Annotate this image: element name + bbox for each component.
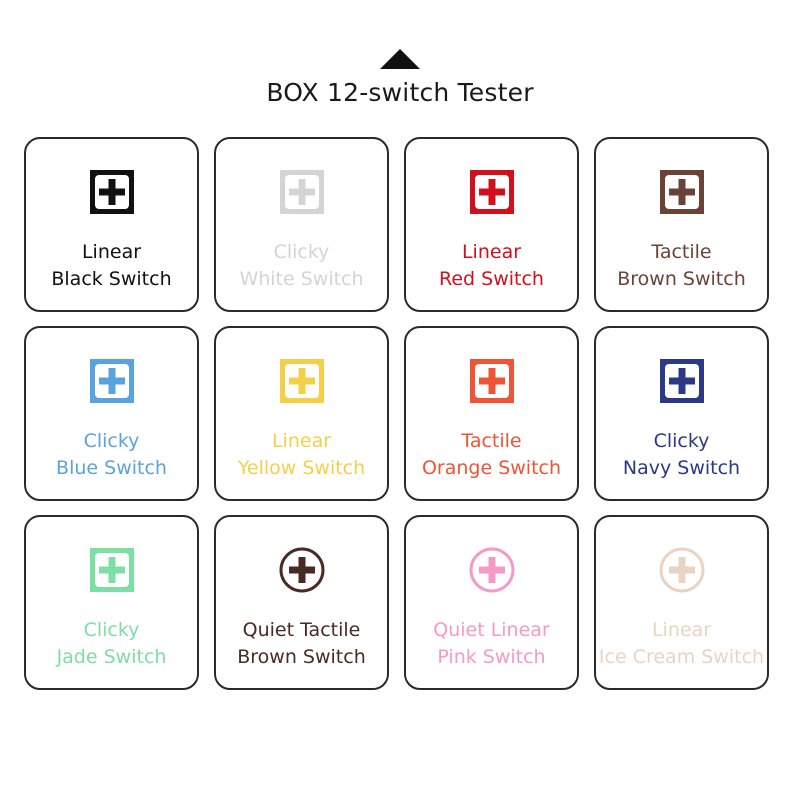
triangle-up-icon — [380, 49, 420, 69]
circle-cross-icon — [469, 547, 515, 593]
circle-cross-icon — [279, 547, 325, 593]
switch-type: Linear — [651, 619, 712, 641]
circle-cross-icon — [659, 547, 705, 593]
switch-name: Navy Switch — [622, 457, 741, 479]
square-cross-icon — [280, 359, 324, 403]
square-cross-icon — [660, 359, 704, 403]
switch-name: Orange Switch — [421, 457, 562, 479]
switch-name: Blue Switch — [56, 457, 167, 479]
switch-name: White Switch — [239, 268, 364, 290]
square-cross-icon — [90, 548, 134, 592]
switch-type: Linear — [271, 430, 332, 452]
square-cross-icon — [90, 359, 134, 403]
switch-name: Red Switch — [439, 268, 544, 290]
switch-name: Ice Cream Switch — [598, 646, 765, 668]
switch-name: Black Switch — [51, 268, 172, 290]
switch-type: Clicky — [653, 430, 710, 452]
switch-name: Brown Switch — [617, 268, 746, 290]
switch-type: Quiet Linear — [433, 619, 550, 641]
switch-name: Brown Switch — [237, 646, 366, 668]
page-title: BOX 12-switch Tester — [266, 78, 534, 107]
switch-type: Linear — [461, 241, 522, 263]
switch-type: Quiet Tactile — [242, 619, 361, 641]
switch-name: Jade Switch — [56, 646, 167, 668]
square-cross-icon — [470, 359, 514, 403]
switch-name: Yellow Switch — [237, 457, 366, 479]
switch-type: Clicky — [273, 241, 330, 263]
switch-type: Tactile — [461, 430, 522, 452]
switch-name: Pink Switch — [437, 646, 546, 668]
switch-type: Clicky — [83, 430, 140, 452]
square-cross-icon — [470, 170, 514, 214]
square-cross-icon — [280, 170, 324, 214]
square-cross-icon — [660, 170, 704, 214]
switch-type: Clicky — [83, 619, 140, 641]
switch-type: Linear — [81, 241, 142, 263]
square-cross-icon — [90, 170, 134, 214]
switch-type: Tactile — [651, 241, 712, 263]
